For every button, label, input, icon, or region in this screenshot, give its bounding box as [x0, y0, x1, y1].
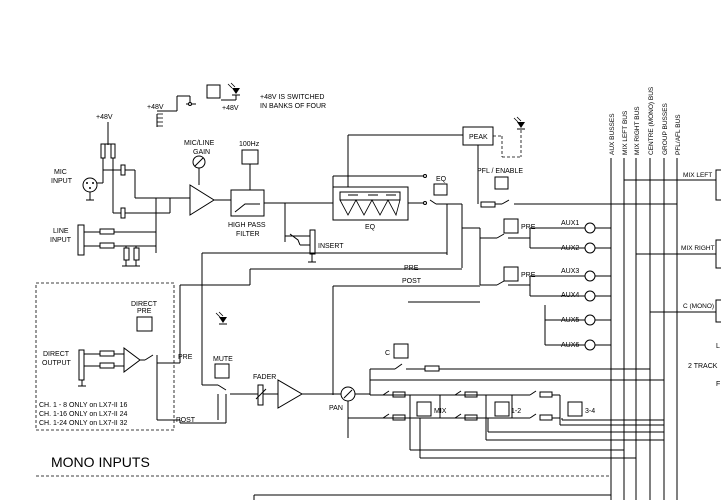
hpf-label-1: HIGH PASS	[228, 222, 266, 229]
right-l-label: L	[716, 343, 720, 350]
aux1-label: AUX1	[561, 220, 579, 227]
mic-line-gain-label-2: GAIN	[193, 149, 210, 156]
pre-out-label: PRE	[178, 354, 193, 361]
direct-pre-label-2: PRE	[137, 308, 152, 315]
eq-switch-label: EQ	[436, 176, 447, 183]
sw-34-label: 3-4	[585, 408, 595, 415]
mix-left-label: MIX LEFT	[683, 172, 712, 179]
mute-label: MUTE	[213, 356, 233, 363]
phantom-switch	[156, 82, 240, 127]
plus48-switch-label: +48V	[222, 105, 239, 112]
pre-bus-label: PRE	[404, 265, 419, 272]
direct-output	[78, 316, 180, 421]
channel-note-3: CH. 1-24 ONLY on LX7-II 32	[39, 420, 128, 427]
bus-label-pfl: PFL/AFL BUS	[675, 114, 682, 155]
c-mono-label: C (MONO)	[683, 303, 714, 310]
channel-note-2: CH. 1-16 ONLY on LX7-II 24	[39, 411, 128, 418]
channel-note-1: CH. 1 - 8 ONLY on LX7-II 16	[39, 402, 128, 409]
bus-label-centre: CENTRE (MONO) BUS	[648, 86, 655, 155]
bus-labels: AUX BUSSES MIX LEFT BUS MIX RIGHT BUS CE…	[609, 86, 682, 155]
pan-label: PAN	[329, 405, 343, 412]
mute-fader-pan	[179, 311, 370, 438]
c-switch-label: C	[385, 350, 390, 357]
aux-pre1-label: PRE	[521, 224, 536, 231]
insert-label: INSERT	[318, 243, 344, 250]
section-title: MONO INPUTS	[51, 454, 150, 470]
right-f-label: F	[716, 381, 720, 388]
bus-label-mix-left: MIX LEFT BUS	[622, 110, 629, 155]
direct-output-region	[35, 282, 175, 431]
sw-12-label: 1-2	[511, 408, 521, 415]
line-input-label-2: INPUT	[50, 237, 72, 244]
bus-label-mix-right: MIX RIGHT BUS	[634, 106, 641, 155]
pre-post-busses	[179, 252, 480, 395]
pfl-enable-label: PFL / ENABLE	[477, 168, 523, 175]
plus48-top-label: +48V	[96, 114, 113, 121]
direct-output-label-1: DIRECT	[43, 351, 70, 358]
eq-switch: EQ	[423, 174, 462, 205]
direct-output-label-2: OUTPUT	[42, 360, 72, 367]
direct-pre-label-1: DIRECT	[131, 301, 158, 308]
aux-sends	[462, 218, 611, 351]
peak-pfl	[347, 116, 677, 208]
line-input-label-1: LINE	[53, 228, 69, 235]
mix-right-label: MIX RIGHT	[681, 245, 715, 252]
vertical-buses	[610, 158, 678, 500]
aux3-label: AUX3	[561, 268, 579, 275]
aux6-label: AUX6	[561, 342, 579, 349]
hpf-label-2: FILTER	[236, 231, 260, 238]
insert	[284, 202, 333, 263]
phantom-note-line2: IN BANKS OF FOUR	[260, 103, 326, 110]
post-out-label: POST	[176, 417, 196, 424]
phantom-note-line1: +48V IS SWITCHED	[260, 94, 324, 101]
fader-label: FADER	[253, 374, 276, 381]
post-bus-label: POST	[402, 278, 422, 285]
routing-switches	[348, 343, 664, 459]
mic-input-label-2: INPUT	[51, 178, 73, 185]
gain-stage	[189, 155, 231, 216]
line-input	[77, 224, 156, 267]
mic-line-gain-label-1: MIC/LINE	[184, 140, 215, 147]
peak-label: PEAK	[469, 134, 488, 141]
hpf: 100Hz	[230, 141, 285, 217]
eq-block	[332, 175, 425, 221]
eq-label: EQ	[365, 224, 376, 231]
bus-label-group: GROUP BUSSES	[662, 102, 669, 155]
mic-input: +48V	[82, 114, 190, 253]
aux5-label: AUX5	[561, 317, 579, 324]
hz100-label: 100Hz	[239, 141, 260, 148]
plus48-left-label: +48V	[147, 104, 164, 111]
two-track-label: 2 TRACK	[688, 363, 718, 370]
phantom-button	[206, 84, 221, 99]
aux-pre2-label: PRE	[521, 272, 536, 279]
aux4-label: AUX4	[561, 292, 579, 299]
mix-switch-label: MIX	[434, 408, 447, 415]
mic-input-label-1: MIC	[54, 169, 67, 176]
bus-label-aux: AUX BUSSES	[609, 113, 616, 155]
aux2-label: AUX2	[561, 245, 579, 252]
